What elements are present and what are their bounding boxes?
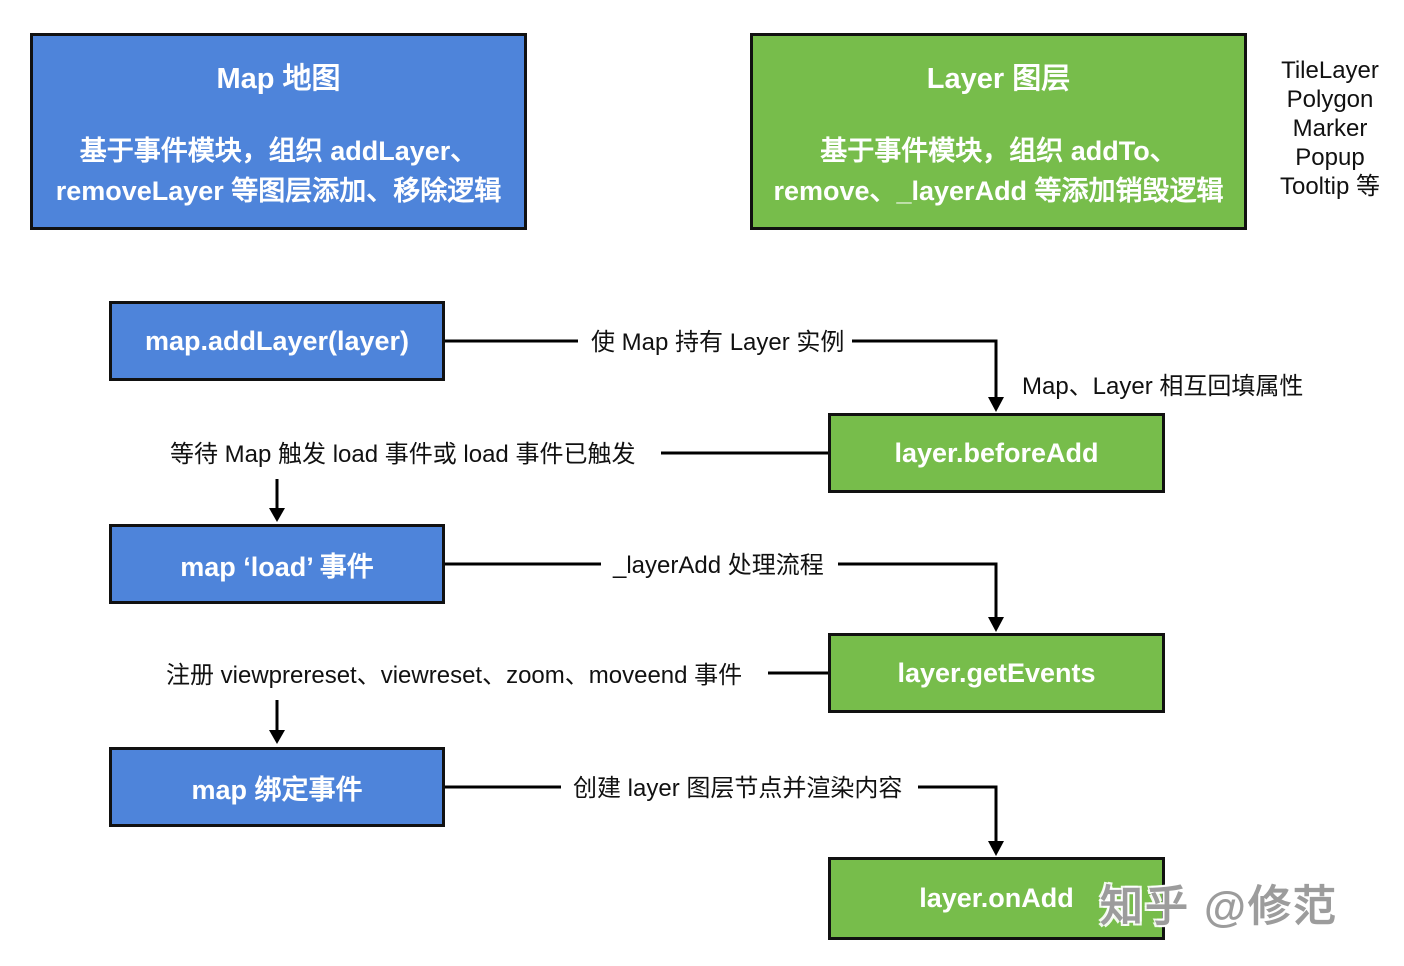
layer-type-item: Tooltip 等 xyxy=(1279,173,1381,200)
layer-type-item: Popup xyxy=(1295,144,1365,171)
node-map-addlayer: map.addLayer(layer) xyxy=(109,301,445,381)
edge-label-register-events: 注册 viewprereset、viewreset、zoom、moveend 事… xyxy=(166,662,743,689)
node-layer-getevents: layer.getEvents xyxy=(828,633,1165,713)
zhihu-watermark: 知乎 @修范 xyxy=(1100,883,1338,931)
layer-type-item: Marker xyxy=(1292,115,1368,142)
arrowhead xyxy=(269,730,285,744)
node-layer-beforeadd: layer.beforeAdd xyxy=(828,413,1165,493)
node-map-load-event: map ‘load’ 事件 xyxy=(109,524,445,604)
arrowhead xyxy=(988,397,1004,412)
layer-class-title: Layer 图层 xyxy=(926,63,1071,95)
edge-label-backfill: Map、Layer 相互回填属性 xyxy=(1022,373,1304,400)
arrowhead xyxy=(269,508,285,522)
layer-types-list: TileLayer Polygon Marker Popup Tooltip 等 xyxy=(1256,56,1404,201)
map-class-body-line2: removeLayer 等图层添加、移除逻辑 xyxy=(55,176,502,206)
layer-type-item: Polygon xyxy=(1286,86,1374,113)
layer-type-item: TileLayer xyxy=(1281,57,1379,84)
edge-label-wait-load: 等待 Map 触发 load 事件或 load 事件已触发 xyxy=(170,441,636,468)
map-class-title: Map 地图 xyxy=(216,63,341,95)
map-class-body-line1: 基于事件模块，组织 addLayer、 xyxy=(79,136,478,166)
arrowhead xyxy=(988,841,1004,856)
node-layer-onadd: layer.onAdd xyxy=(828,857,1165,940)
layer-class-body-line2: remove、_layerAdd 等添加销毁逻辑 xyxy=(773,176,1224,206)
map-class-box: Map 地图 基于事件模块，组织 addLayer、 removeLayer 等… xyxy=(30,33,527,230)
edge-label-layeradd-flow: _layerAdd 处理流程 xyxy=(613,552,824,579)
edge-label-create-render: 创建 layer 图层节点并渲染内容 xyxy=(573,775,903,802)
node-map-bind-events: map 绑定事件 xyxy=(109,747,445,827)
arrowhead xyxy=(988,617,1004,632)
edge-label-hold-layer: 使 Map 持有 Layer 实例 xyxy=(591,329,845,356)
layer-class-body-line1: 基于事件模块，组织 addTo、 xyxy=(820,136,1177,166)
layer-class-box: Layer 图层 基于事件模块，组织 addTo、 remove、_layerA… xyxy=(750,33,1247,230)
